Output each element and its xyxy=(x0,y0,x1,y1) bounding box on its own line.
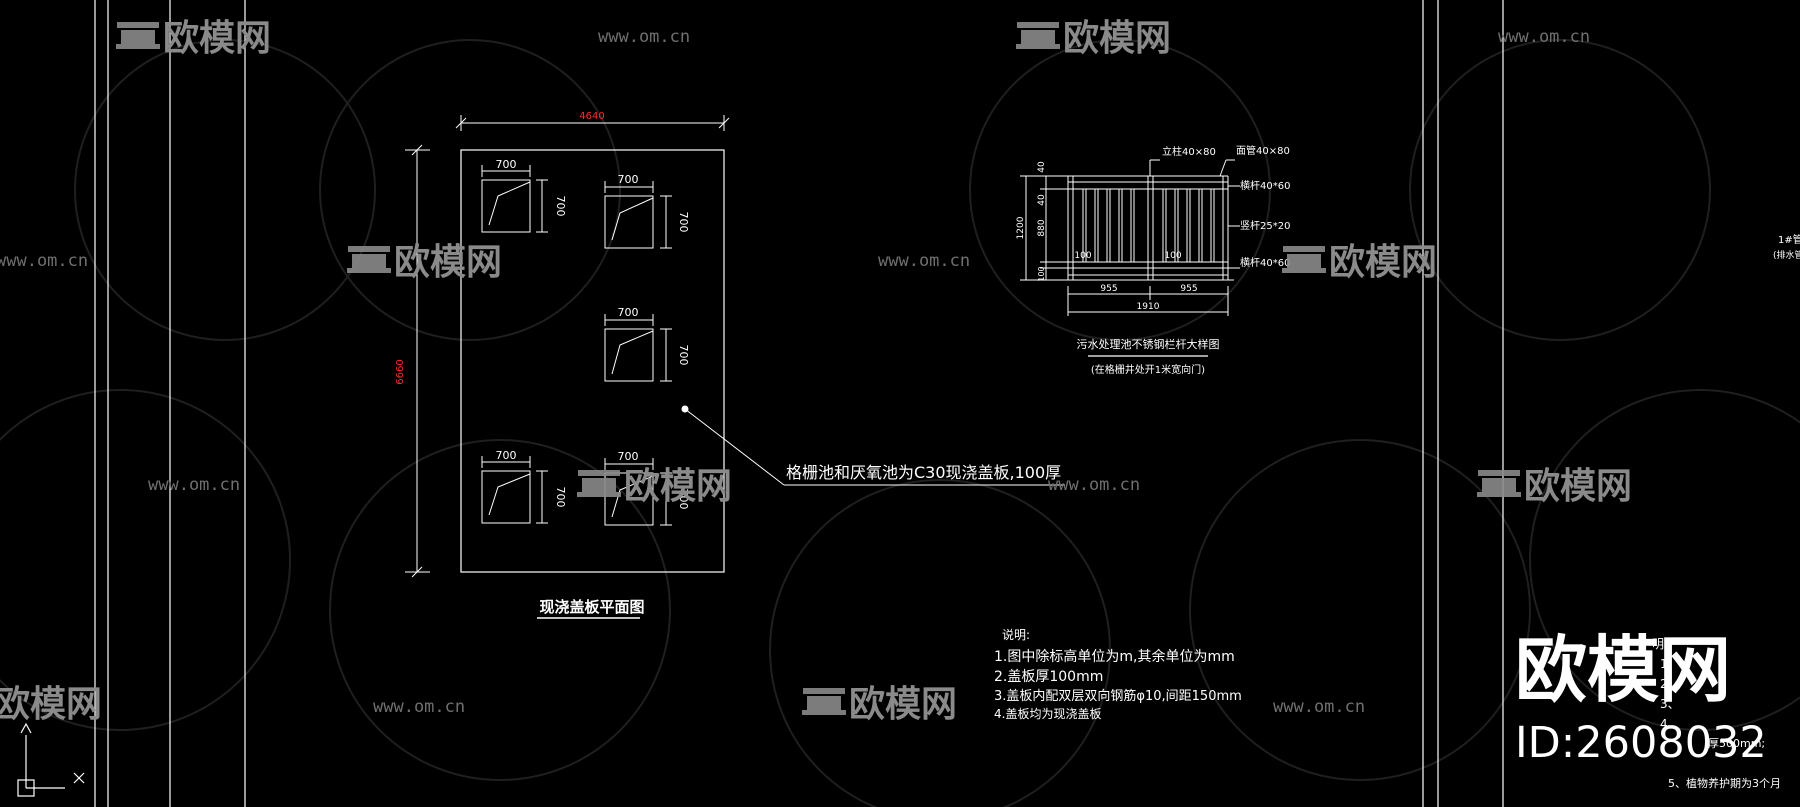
plan-leader xyxy=(681,405,1065,486)
watermark-circles xyxy=(0,39,1800,807)
opening-2-height: 700 xyxy=(677,212,690,233)
watermark-url-1: www.om.cn xyxy=(598,27,690,47)
watermark-brand-3: 欧模网 xyxy=(394,242,502,283)
railing-dim-right-span: 955 xyxy=(1180,284,1197,294)
watermark-brand-6: 欧模网 xyxy=(1524,466,1632,507)
frame-lines xyxy=(94,0,1504,807)
right-partial-notes: 明: 1、 2、 3、 4、 厚500mm; 5、植物养护期为3个月 1#管 (… xyxy=(1652,233,1800,790)
watermark-url-5: www.om.cn xyxy=(148,475,240,495)
slab-outline xyxy=(460,149,725,573)
right-note-6: 5、植物养护期为3个月 xyxy=(1668,776,1781,790)
right-edge-2: (排水管 xyxy=(1773,249,1800,261)
watermark-brand-large: 欧模网 xyxy=(1515,628,1731,712)
notes-heading: 说明: xyxy=(1002,627,1030,642)
plan-width-dimension xyxy=(455,115,730,131)
opening-5-height: 700 xyxy=(677,489,690,510)
railing-label-top-rail: 面管40×80 xyxy=(1236,144,1290,157)
opening-5-width: 700 xyxy=(618,450,639,463)
cover-plate-plan: 4640 6660 700 700 xyxy=(395,111,1065,619)
right-note-1: 1、 xyxy=(1660,657,1680,671)
watermark-url-2: www.om.cn xyxy=(1498,27,1590,47)
general-notes: 说明: 1.图中除标高单位为m,其余单位为mm 2.盖板厚100mm 3.盖板内… xyxy=(994,627,1242,721)
opening-1 xyxy=(481,165,548,233)
opening-4-width: 700 xyxy=(496,449,517,462)
plan-leader-note: 格栅池和厌氧池为C30现浇盖板,100厚 xyxy=(786,463,1061,482)
note-4: 4.盖板均为现浇盖板 xyxy=(994,707,1101,721)
right-note-2: 2、 xyxy=(1660,677,1680,691)
watermark-brand-1: 欧模网 xyxy=(163,18,271,59)
railing-dim-total-span: 1910 xyxy=(1137,302,1160,312)
watermark-brand-5: 欧模网 xyxy=(624,466,732,507)
railing-label-h-rail-top: 横杆40*60 xyxy=(1240,179,1290,192)
railing-subtitle: (在格栅井处开1米宽向门) xyxy=(1091,363,1205,376)
opening-1-height: 700 xyxy=(554,196,567,217)
plan-height-label: 6660 xyxy=(395,359,406,384)
opening-1-width: 700 xyxy=(496,158,517,171)
watermark-url-7: www.om.cn xyxy=(373,697,465,717)
watermark-url-3: www.om.cn xyxy=(0,251,88,271)
railing-inner-left: 100 xyxy=(1074,251,1091,261)
right-note-0: 明: xyxy=(1652,637,1668,651)
watermark-url-8: www.om.cn xyxy=(1273,697,1365,717)
opening-4 xyxy=(481,456,548,524)
opening-3-height: 700 xyxy=(677,345,690,366)
note-3: 3.盖板内配双层双向钢筋φ10,间距150mm xyxy=(994,688,1242,704)
railing-dim-total: 1200 xyxy=(1016,216,1026,239)
opening-2 xyxy=(604,181,672,249)
right-note-3: 3、 xyxy=(1660,697,1680,711)
watermark-logo-icon xyxy=(116,22,1521,715)
railing-label-post: 立柱40×80 xyxy=(1162,145,1216,158)
watermark-layer: 欧模网 欧模网 欧模网 欧模网 欧模网 欧模网 欧模网 欧模网 www.om.c… xyxy=(0,18,1767,768)
railing-vertical-dims xyxy=(1020,175,1068,281)
right-note-4: 4、 xyxy=(1660,717,1680,731)
railing-label-h-rail-bottom: 横杆40*60 xyxy=(1240,256,1290,269)
watermark-brand-2: 欧模网 xyxy=(1063,18,1171,59)
plan-height-dimension xyxy=(405,144,430,578)
opening-3 xyxy=(604,314,672,382)
opening-5 xyxy=(604,458,672,526)
railing-detail: 40 40 880 100 1200 100 100 955 955 1910 xyxy=(1016,144,1290,376)
railing-horizontal-dims xyxy=(1067,286,1229,316)
watermark-url-4: www.om.cn xyxy=(878,251,970,271)
opening-2-width: 700 xyxy=(618,173,639,186)
plan-width-label: 4640 xyxy=(579,111,604,122)
railing-leaders xyxy=(1149,159,1240,269)
note-1: 1.图中除标高单位为m,其余单位为mm xyxy=(994,648,1235,665)
opening-4-height: 700 xyxy=(554,487,567,508)
railing-title: 污水处理池不锈钢栏杆大样图 xyxy=(1077,337,1220,351)
plan-title: 现浇盖板平面图 xyxy=(539,598,644,616)
railing-dim-main: 880 xyxy=(1037,219,1047,236)
note-2: 2.盖板厚100mm xyxy=(994,669,1103,685)
railing-label-baluster: 竖杆25*20 xyxy=(1240,220,1290,232)
watermark-brand-8: 欧模网 xyxy=(0,684,102,725)
watermark-id: ID:2608032 xyxy=(1515,718,1767,768)
right-edge-1: 1#管 xyxy=(1778,233,1800,246)
railing-dim-top: 40 xyxy=(1037,161,1047,173)
ucs-axis-icon xyxy=(17,722,85,797)
railing-dim-left-span: 955 xyxy=(1100,284,1117,294)
railing-dim-bottom: 100 xyxy=(1037,266,1046,281)
railing-dim-mid: 40 xyxy=(1037,194,1047,206)
watermark-url-6: www.om.cn xyxy=(1048,475,1140,495)
railing-inner-right: 100 xyxy=(1164,251,1181,261)
opening-3-width: 700 xyxy=(618,306,639,319)
watermark-brand-7: 欧模网 xyxy=(849,684,957,725)
watermark-brand-4: 欧模网 xyxy=(1329,242,1437,283)
right-note-5: 厚500mm; xyxy=(1708,737,1765,750)
railing-balusters xyxy=(1082,189,1215,262)
